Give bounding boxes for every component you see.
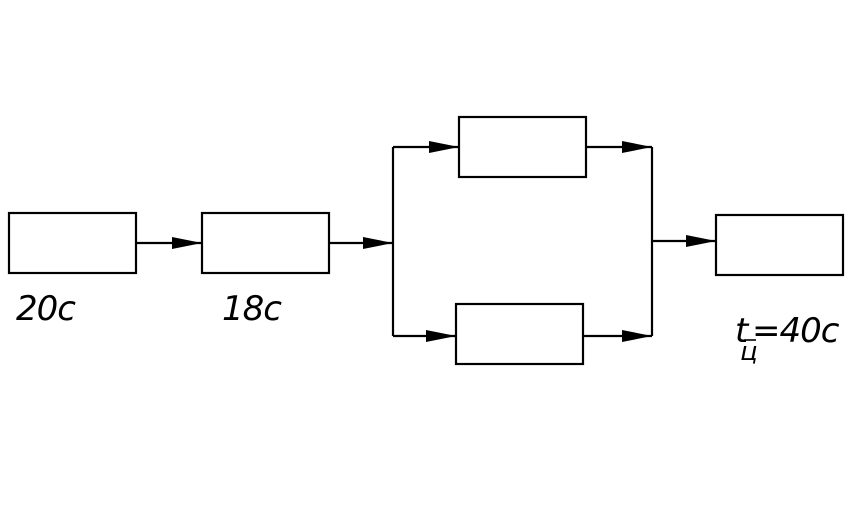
operation-block-1	[7, 211, 138, 275]
cycle-time-value: =40c	[752, 311, 840, 351]
cycle-time-symbol: t	[735, 311, 750, 351]
block2-time-label: 18c	[222, 289, 282, 329]
block1-time-label: 20c	[16, 289, 76, 329]
cycle-time-subscript: ц	[740, 337, 758, 367]
operation-block-parallel-bottom	[454, 302, 585, 366]
cycle-time-label: t ц =40c	[735, 311, 841, 367]
operation-block-parallel-top	[457, 115, 588, 179]
operation-block-2	[200, 211, 331, 275]
operation-block-final	[714, 213, 845, 277]
